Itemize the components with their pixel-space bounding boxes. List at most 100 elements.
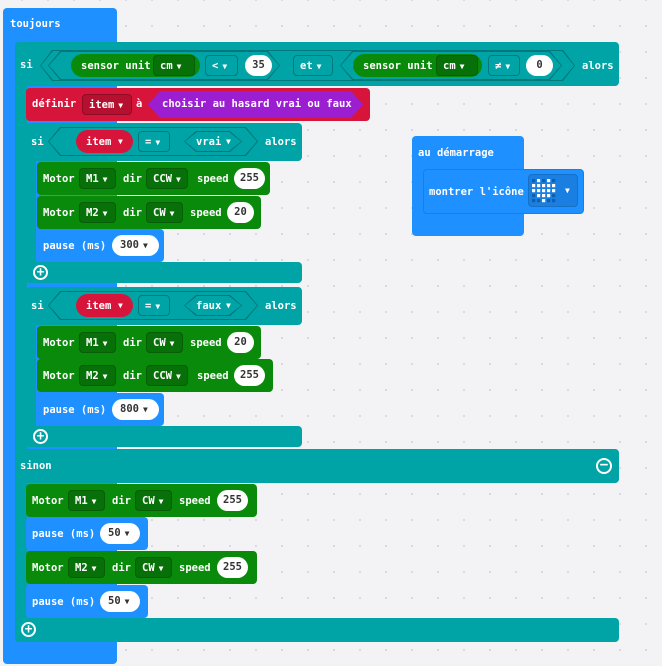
chevron-down-icon: ▼: [102, 209, 108, 218]
motor-select-dropdown[interactable]: M2▼: [79, 202, 116, 223]
item-variable-label: item: [86, 136, 112, 148]
speed-label: speed: [190, 337, 222, 349]
motor-label: Motor: [43, 173, 75, 185]
sensor-unit-dropdown-1[interactable]: cm▼: [153, 55, 195, 76]
pause-label: pause (ms): [32, 528, 96, 540]
pause-duration-dropdown[interactable]: 50▼: [100, 523, 140, 544]
pause-duration-dropdown[interactable]: 300▼: [112, 235, 159, 256]
motor-label: Motor: [32, 495, 64, 507]
if-true-footer[interactable]: [26, 262, 302, 283]
chevron-down-icon: ▼: [91, 564, 97, 573]
to-keyword: à: [136, 98, 143, 110]
chevron-down-icon: ▼: [226, 137, 231, 146]
then-keyword-false: alors: [265, 300, 297, 312]
variable-dropdown-set[interactable]: item▼: [82, 94, 132, 115]
value-input-1[interactable]: 35: [245, 55, 272, 76]
chevron-down-icon: ▼: [118, 301, 123, 310]
speed-input[interactable]: 20: [227, 202, 254, 223]
motor-label: Motor: [43, 370, 75, 382]
chevron-down-icon: ▼: [175, 372, 181, 381]
motor-select-dropdown[interactable]: M1▼: [79, 168, 116, 189]
sensor-label-1: sensor unit: [81, 60, 151, 72]
motor-select-dropdown[interactable]: M1▼: [79, 332, 116, 353]
if-keyword-true: si: [31, 136, 44, 148]
pause-label: pause (ms): [43, 240, 107, 252]
chevron-down-icon: ▼: [316, 62, 322, 71]
dir-select-dropdown[interactable]: CCW▼: [146, 168, 188, 189]
pause-duration-dropdown[interactable]: 800▼: [112, 399, 159, 420]
outer-if-footer: [15, 618, 619, 642]
motor-select-dropdown[interactable]: M2▼: [79, 365, 116, 386]
speed-label: speed: [197, 173, 229, 185]
chevron-down-icon: ▼: [91, 497, 97, 506]
speed-input[interactable]: 20: [227, 332, 254, 353]
if-keyword-false: si: [31, 300, 44, 312]
speed-input[interactable]: 255: [234, 365, 265, 386]
dir-label: dir: [123, 370, 142, 382]
add-else-button-false[interactable]: +: [33, 429, 48, 444]
pause-duration-dropdown[interactable]: 50▼: [100, 591, 140, 612]
chevron-down-icon: ▼: [158, 497, 164, 506]
chevron-down-icon: ▼: [142, 405, 148, 414]
chevron-down-icon: ▼: [565, 186, 570, 195]
pause-label: pause (ms): [43, 404, 107, 416]
if-true-spine: [26, 158, 36, 268]
item-variable-true[interactable]: [76, 130, 133, 153]
sensor-unit-dropdown-2[interactable]: cm▼: [436, 55, 478, 76]
speed-label: speed: [197, 370, 229, 382]
else-keyword: sinon: [20, 460, 52, 472]
dir-select-dropdown[interactable]: CW▼: [146, 332, 183, 353]
item-variable-false[interactable]: [76, 294, 133, 317]
value-input-2[interactable]: 0: [526, 55, 553, 76]
speed-input[interactable]: 255: [217, 490, 248, 511]
add-else-button-true[interactable]: +: [33, 265, 48, 280]
chevron-down-icon: ▼: [102, 339, 108, 348]
true-value-label: vrai: [196, 136, 222, 148]
random-boolean-block[interactable]: [148, 91, 363, 118]
speed-input[interactable]: 255: [217, 557, 248, 578]
outer-if-then-keyword: alors: [582, 60, 614, 72]
outer-if-keyword: si: [20, 59, 33, 71]
chevron-down-icon: ▼: [169, 339, 175, 348]
remove-else-button[interactable]: −: [596, 458, 612, 474]
speed-label: speed: [190, 207, 222, 219]
then-keyword-true: alors: [265, 136, 297, 148]
dir-label: dir: [123, 337, 142, 349]
outer-else-row[interactable]: [15, 449, 619, 483]
chevron-down-icon: ▼: [169, 209, 175, 218]
false-value-dropdown[interactable]: [185, 296, 241, 315]
equals-op-dropdown-false[interactable]: =▼: [138, 295, 170, 316]
set-keyword: définir: [32, 98, 77, 110]
compare-op-dropdown-1[interactable]: <▼: [205, 55, 238, 76]
speed-input[interactable]: 255: [234, 168, 265, 189]
chevron-down-icon: ▼: [505, 62, 511, 71]
chevron-down-icon: ▼: [175, 175, 181, 184]
heart-icon: [532, 179, 556, 203]
chevron-down-icon: ▼: [222, 62, 228, 71]
chevron-down-icon: ▼: [124, 597, 130, 606]
dir-select-dropdown[interactable]: CW▼: [135, 490, 172, 511]
chevron-down-icon: ▼: [226, 301, 231, 310]
motor-select-dropdown[interactable]: M2▼: [68, 557, 105, 578]
chevron-down-icon: ▼: [176, 62, 182, 71]
dir-select-dropdown[interactable]: CCW▼: [146, 365, 188, 386]
dir-select-dropdown[interactable]: CW▼: [146, 202, 183, 223]
motor-label: Motor: [43, 337, 75, 349]
compare-op-dropdown-2[interactable]: ≠▼: [488, 55, 520, 76]
true-value-dropdown[interactable]: [185, 132, 241, 151]
and-dropdown[interactable]: et▼: [293, 55, 333, 76]
dir-select-dropdown[interactable]: CW▼: [135, 557, 172, 578]
chevron-down-icon: ▼: [102, 372, 108, 381]
add-else-if-button[interactable]: +: [21, 622, 36, 637]
chevron-down-icon: ▼: [118, 137, 123, 146]
chevron-down-icon: ▼: [142, 241, 148, 250]
icon-picker-dropdown[interactable]: ▼: [528, 174, 578, 207]
dir-label: dir: [123, 207, 142, 219]
if-false-footer[interactable]: [26, 426, 302, 447]
motor-select-dropdown[interactable]: M1▼: [68, 490, 105, 511]
chevron-down-icon: ▼: [158, 564, 164, 573]
false-value-label: faux: [196, 300, 222, 312]
motor-label: Motor: [32, 562, 64, 574]
equals-op-dropdown-true[interactable]: =▼: [138, 131, 170, 152]
sensor-label-2: sensor unit: [363, 60, 433, 72]
